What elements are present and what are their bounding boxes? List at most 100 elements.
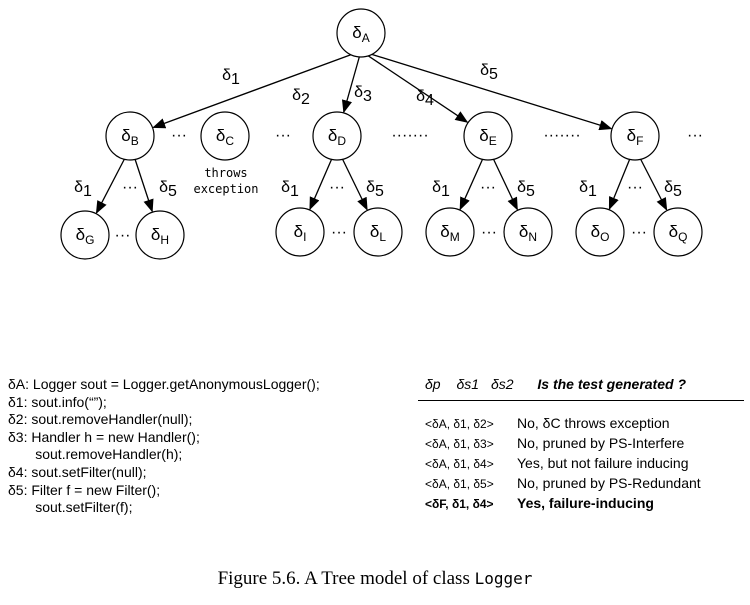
ellipsis: ··· <box>115 227 131 244</box>
row-sequence: <δA, δ1, δ2> <box>425 417 494 431</box>
tree-edge <box>491 155 518 211</box>
level2-node-circle <box>275 207 325 257</box>
ellipsis: ··· <box>329 179 345 196</box>
level2-node-label: δL <box>370 222 386 244</box>
edge-label: δ1 <box>74 179 92 200</box>
level1-node-label: δF <box>627 126 644 148</box>
exception-note: throws <box>204 166 247 180</box>
tree-edge <box>608 155 632 211</box>
row-sequence: <δA, δ1, δ3> <box>425 437 494 451</box>
tree-edge <box>309 155 334 211</box>
definition-line: δ4: sout.setFilter(null); <box>8 463 147 480</box>
definition-line: δA: Logger sout = Logger.getAnonymousLog… <box>8 376 320 392</box>
edge-label: δ4 <box>416 88 434 109</box>
level1-node-label: δC <box>216 126 234 148</box>
edge-label: δ2 <box>292 87 310 108</box>
level2-node-circle <box>353 207 403 257</box>
edge-label: δ5 <box>664 179 682 200</box>
root-node-label: δA <box>352 23 369 45</box>
edge-label: δ1 <box>579 179 597 200</box>
tree-edge <box>360 50 613 131</box>
table-row: <δA, δ1, δ2> No, δC throws exception <box>425 414 701 434</box>
edge-label: δ5 <box>366 179 384 200</box>
tree-edge <box>95 155 127 214</box>
table-row-highlight: <δF, δ1, δ4> Yes, failure-inducing <box>425 494 701 514</box>
ellipsis: ······· <box>391 127 428 144</box>
ellipsis: ··· <box>627 179 643 196</box>
level2-node-circle <box>503 207 553 257</box>
table-row: <δA, δ1, δ5>No, pruned by PS-Redundant <box>425 474 701 494</box>
definition-line: sout.removeHandler(h); <box>8 446 183 463</box>
row-result: Yes, failure-inducing <box>517 495 654 511</box>
level1-node-label: δB <box>121 126 138 148</box>
table-rows: <δA, δ1, δ2> No, δC throws exception <δA,… <box>425 414 701 514</box>
edge-label: δ1 <box>432 179 450 200</box>
level1-node-circle <box>463 111 513 161</box>
figure-caption: Figure 5.6. A Tree model of class Logger <box>0 568 750 590</box>
header-col-s2: δs2 <box>490 376 514 392</box>
ellipsis: ··· <box>481 224 497 241</box>
definition-line: δ2: sout.removeHandler(null); <box>8 411 193 428</box>
level2-node-circle <box>575 207 625 257</box>
definition-line: δ1: sout.info(“”); <box>8 393 107 410</box>
definitions-list: δA: Logger sout = Logger.getAnonymousLog… <box>8 376 320 517</box>
level2-node-label: δO <box>591 222 610 244</box>
edge-label: δ1 <box>222 67 240 88</box>
ellipsis: ······· <box>543 127 580 144</box>
header-col-s1: δs1 <box>456 376 480 392</box>
ellipsis: ··· <box>480 179 496 196</box>
ellipsis: ··· <box>171 127 187 144</box>
level1-node-label: δD <box>328 126 346 148</box>
tree-edge <box>638 155 668 211</box>
level2-node-label: δQ <box>669 222 688 244</box>
row-result: No, pruned by PS-Interfere <box>517 435 685 451</box>
edge-label: δ1 <box>281 179 299 200</box>
row-sequence: <δA, δ1, δ4> <box>425 457 494 471</box>
definition-line: δ3: Handler h = new Handler(); <box>8 428 200 445</box>
ellipsis: ··· <box>331 224 347 241</box>
level1-node-circle <box>200 111 250 161</box>
ellipsis: ··· <box>631 224 647 241</box>
tree-edge <box>341 50 362 114</box>
table-divider <box>418 400 744 401</box>
level2-node-label: δM <box>440 222 459 244</box>
caption-text: Figure 5.6. A Tree model of class <box>217 568 475 589</box>
level2-node-label: δH <box>151 225 169 247</box>
tree-edge <box>459 155 485 211</box>
level2-node-label: δG <box>76 225 95 247</box>
tree-edge <box>340 155 368 211</box>
row-result: No, δC throws exception <box>517 415 670 431</box>
tree-edge <box>133 155 154 213</box>
level2-node-label: δI <box>294 222 307 244</box>
table-header: δp δs1 δs2 Is the test generated ? <box>425 376 686 392</box>
ellipsis: ··· <box>687 127 703 144</box>
level1-node-label: δE <box>479 126 496 148</box>
tree-edge <box>152 50 362 129</box>
caption-code: Logger <box>474 569 533 588</box>
level1-node-circle <box>610 111 660 161</box>
edge-label: δ5 <box>159 179 177 200</box>
level2-node-circle <box>425 207 475 257</box>
row-sequence: <δA, δ1, δ5> <box>425 477 494 491</box>
row-sequence: <δF, δ1, δ4> <box>425 497 494 511</box>
ellipsis: ··· <box>275 127 291 144</box>
definition-line: sout.setFilter(f); <box>8 499 133 516</box>
definition-line: δ5: Filter f = new Filter(); <box>8 481 161 498</box>
table-row: <δA, δ1, δ4> Yes, but not failure inducin… <box>425 454 701 474</box>
root-node-circle <box>336 8 386 58</box>
edge-label: δ3 <box>354 84 372 105</box>
level2-node-circle <box>653 207 703 257</box>
edge-label: δ5 <box>480 62 498 83</box>
level2-node-label: δN <box>519 222 537 244</box>
ellipsis: ··· <box>122 179 138 196</box>
table-row: <δA, δ1, δ3> No, pruned by PS-Interfere <box>425 434 701 454</box>
level1-node-circle <box>312 111 362 161</box>
header-question: Is the test generated ? <box>537 376 686 392</box>
tree-diagram: δA δB δC δD δE δF δG δH δI δL δM δN δO δQ δ1 δ2 δ3 δ4 δ5 ·… <box>60 8 703 260</box>
level2-node-circle <box>135 210 185 260</box>
edge-label: δ5 <box>517 179 535 200</box>
row-result: Yes, but not failure inducing <box>517 455 689 471</box>
exception-note: exception <box>193 182 258 196</box>
header-col-p: δp <box>425 376 441 392</box>
tree-edge <box>360 50 469 123</box>
